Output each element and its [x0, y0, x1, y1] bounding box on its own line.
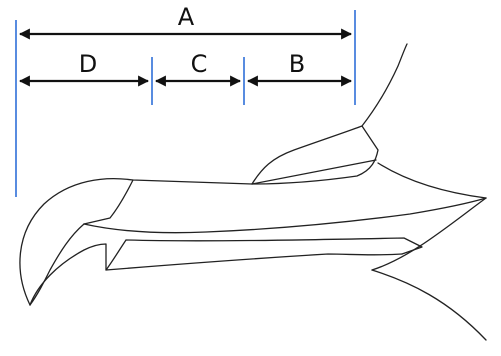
culmen-ridge-line	[251, 125, 379, 185]
gape-line	[377, 162, 487, 199]
label-b: B	[289, 50, 305, 78]
feather-edge-line	[251, 159, 377, 185]
label-d: D	[79, 50, 97, 78]
bill-outline	[19, 43, 487, 341]
label-a: A	[178, 3, 195, 31]
dimension-arrows	[18, 28, 353, 87]
lower-mandible-edge	[125, 237, 423, 255]
throat-curve	[371, 269, 487, 341]
upper-tomium-line	[83, 197, 487, 234]
gonys-line	[371, 197, 487, 271]
guide-lines	[15, 10, 356, 197]
head-profile-outline	[251, 43, 408, 185]
lower-mandible-plate	[105, 239, 403, 271]
hook-plate-line	[83, 179, 134, 225]
inner-hook-line	[29, 223, 85, 306]
dimension-labels: A D C B	[79, 3, 305, 78]
upper-mandible-outline	[19, 178, 253, 306]
label-c: C	[191, 50, 208, 78]
lower-hook-curve	[29, 243, 107, 306]
